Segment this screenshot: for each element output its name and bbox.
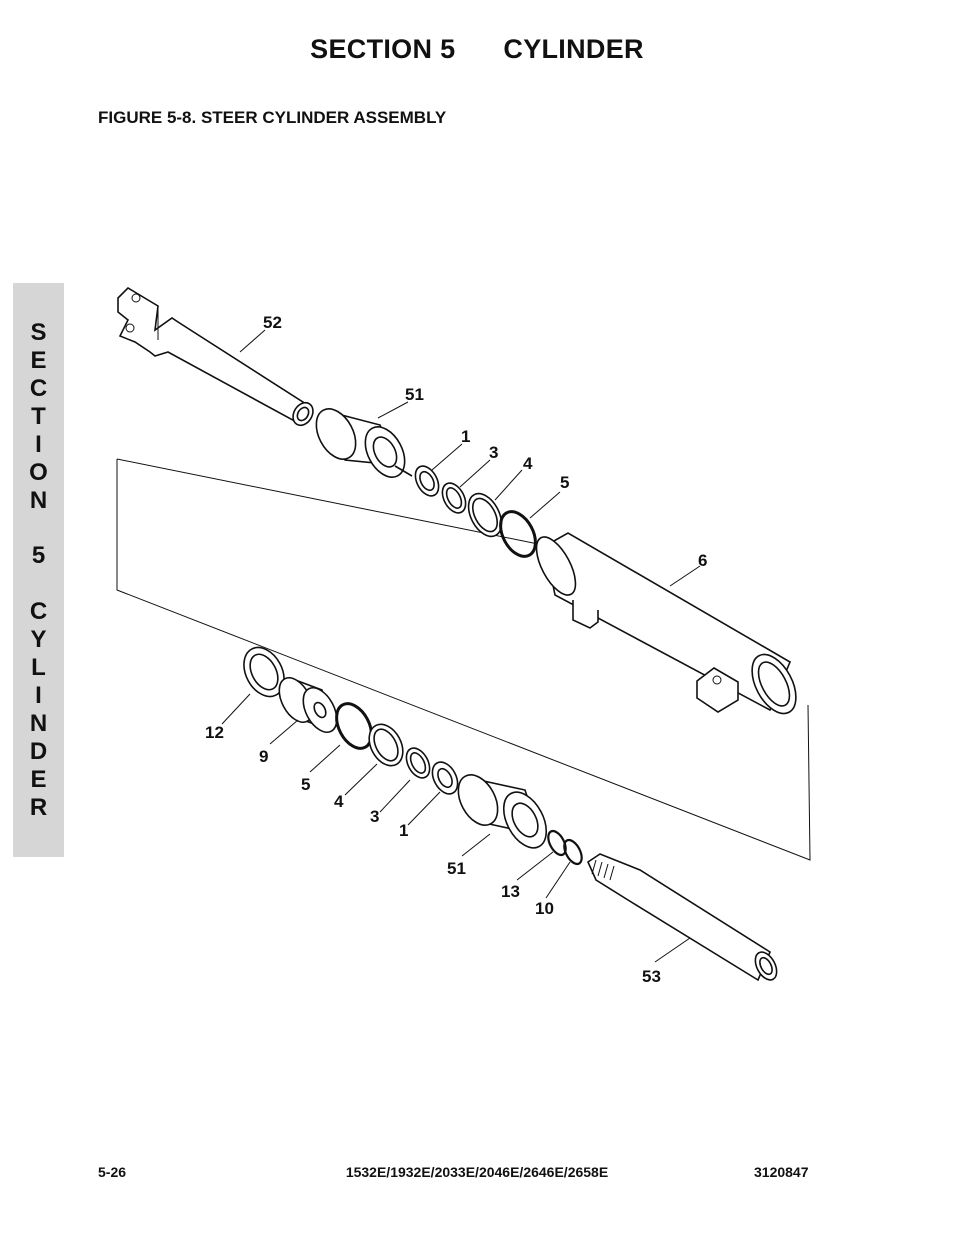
side-tab-letter: L	[31, 654, 46, 681]
side-tab-letter: C	[29, 598, 48, 625]
model-list: 1532E/1932E/2033E/2046E/2646E/2658E	[345, 1164, 609, 1180]
section-side-tab: S E C T I O N 5 C Y L I N D E R	[13, 283, 64, 857]
backup-ring-part-4-lower	[368, 723, 404, 767]
side-tab-letter: S	[30, 319, 47, 346]
section-title: SECTION 5 CYLINDER	[0, 34, 954, 65]
side-tab-letter: D	[29, 738, 48, 765]
ring-part-12	[243, 646, 285, 698]
backup-ring-part-4-upper	[467, 492, 503, 538]
ring-part-13	[547, 829, 567, 857]
callout-4-upper: 4	[523, 454, 533, 473]
side-tab-letter: N	[29, 710, 48, 737]
section-name: CYLINDER	[503, 34, 644, 64]
callout-1-upper: 1	[461, 427, 470, 446]
cylinder-barrel-part-6	[535, 532, 797, 715]
callout-12: 12	[205, 723, 224, 742]
assembly-plane-outline	[116, 459, 811, 861]
side-tab-letter: E	[30, 347, 47, 374]
side-tab-letter: I	[35, 431, 42, 458]
ring-part-10	[563, 838, 583, 866]
assembly-plane-top-edge	[116, 458, 549, 547]
callout-5-upper: 5	[560, 473, 569, 492]
callout-3-upper: 3	[489, 443, 498, 462]
side-tab-letter: Y	[30, 626, 47, 653]
callout-13: 13	[501, 882, 520, 901]
page-number: 5-26	[98, 1164, 127, 1180]
callout-6: 6	[698, 551, 707, 570]
callout-5-lower: 5	[301, 775, 310, 794]
callout-52: 52	[263, 313, 282, 332]
side-tab-letter: C	[29, 375, 48, 402]
o-ring-part-5-upper	[499, 510, 537, 558]
side-tab-letter: E	[30, 766, 47, 793]
side-tab-letter: N	[29, 487, 48, 514]
callout-10: 10	[535, 899, 554, 918]
callout-1-lower: 1	[399, 821, 408, 840]
side-tab-letter: 5	[31, 542, 46, 569]
rod-clevis-part-52	[117, 286, 314, 427]
wiper-part-1-lower	[431, 761, 459, 795]
callout-4-lower: 4	[334, 792, 344, 811]
wiper-part-1-upper	[414, 465, 440, 497]
side-tab-letter: I	[35, 682, 42, 709]
callout-51-upper: 51	[405, 385, 424, 404]
side-tab-letter: T	[31, 403, 46, 430]
callout-leader-lines	[221, 329, 701, 963]
callout-51-lower: 51	[447, 859, 466, 878]
o-ring-part-5-lower	[335, 702, 373, 750]
callout-3-lower: 3	[370, 807, 379, 826]
seal-part-3-upper	[441, 482, 467, 514]
seal-part-3-lower	[405, 747, 431, 779]
side-tab-letter: O	[29, 459, 48, 486]
cylinder-head-part-51-lower	[457, 774, 548, 849]
callout-53: 53	[642, 967, 661, 986]
cylinder-head-part-51-upper	[315, 408, 413, 478]
rod-part-53	[586, 853, 778, 982]
document-number: 3120847	[754, 1164, 809, 1180]
figure-title: FIGURE 5-8. STEER CYLINDER ASSEMBLY	[98, 108, 447, 127]
side-tab-letter: R	[29, 794, 48, 821]
piston-part-9	[278, 676, 338, 733]
callout-9: 9	[259, 747, 268, 766]
section-number: SECTION 5	[310, 34, 456, 64]
